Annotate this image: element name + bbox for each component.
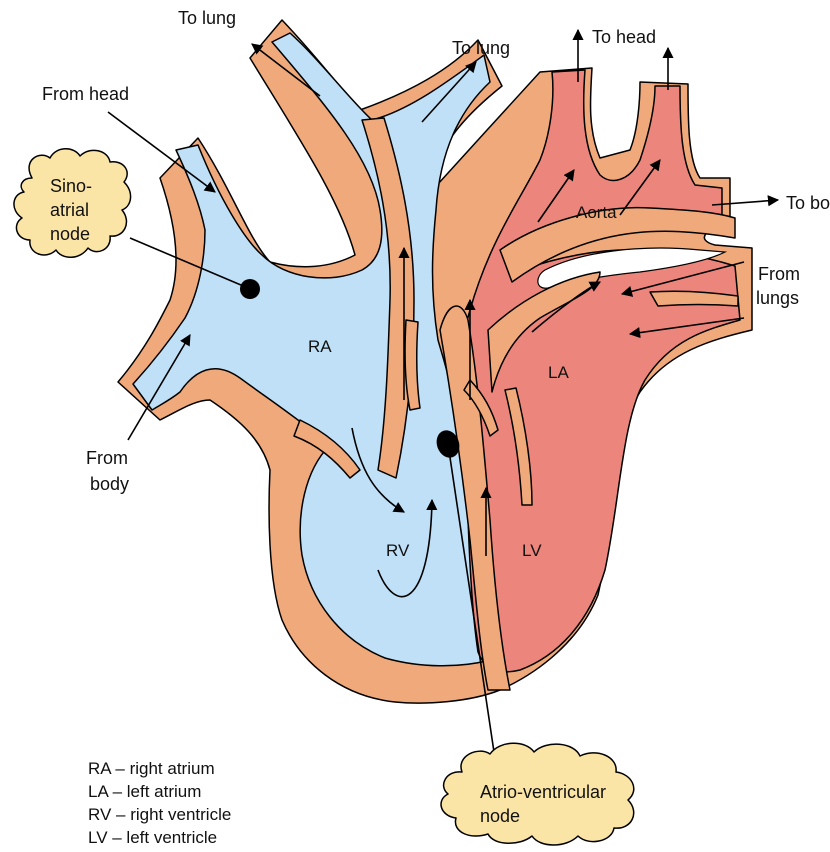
- legend-rv: RV – right ventricle: [88, 805, 231, 824]
- label-to-lung-left: To lung: [178, 8, 236, 28]
- label-from-lungs-line1: From: [758, 264, 800, 284]
- av-node-label-line2: node: [480, 806, 520, 826]
- label-from-body-line1: From: [86, 448, 128, 468]
- label-to-body: To body: [786, 193, 830, 213]
- label-from-lungs-line2: lungs: [756, 288, 799, 308]
- label-la: LA: [548, 363, 569, 382]
- label-to-lung-right: To lung: [452, 38, 510, 58]
- av-node-label-line1: Atrio-ventricular: [480, 782, 606, 802]
- legend: RA – right atrium LA – left atrium RV – …: [88, 759, 231, 847]
- label-ra: RA: [308, 337, 332, 356]
- sa-node-dot: [240, 279, 260, 299]
- label-rv: RV: [386, 541, 410, 560]
- sa-node-label-line1: Sino-: [50, 176, 92, 196]
- legend-lv: LV – left ventricle: [88, 828, 217, 847]
- label-from-body-line2: body: [90, 474, 129, 494]
- legend-la: LA – left atrium: [88, 782, 201, 801]
- label-from-head: From head: [42, 84, 129, 104]
- sa-node-label-line3: node: [50, 224, 90, 244]
- label-aorta: Aorta: [576, 203, 617, 222]
- sa-node-label-line2: atrial: [50, 200, 89, 220]
- label-lv: LV: [522, 541, 542, 560]
- legend-ra: RA – right atrium: [88, 759, 215, 778]
- label-to-head: To head: [592, 27, 656, 47]
